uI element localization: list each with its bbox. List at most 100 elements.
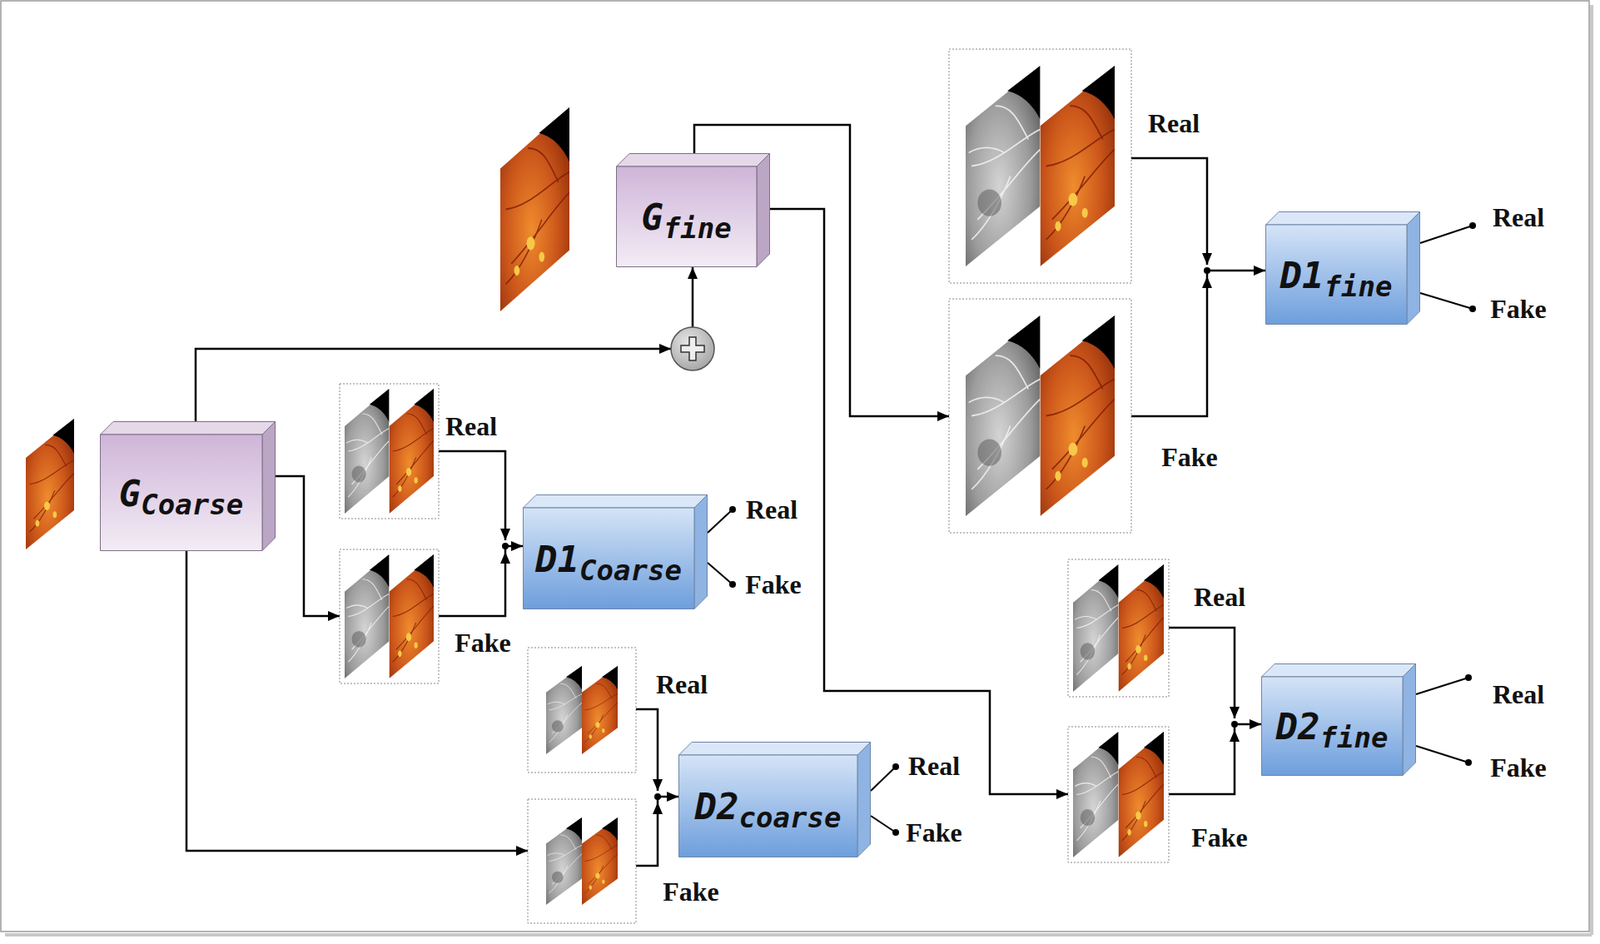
box-label: Gfine xyxy=(640,195,731,239)
block-subscript: fine xyxy=(1320,720,1389,755)
block-symbol: G xyxy=(640,195,664,239)
output-dot xyxy=(892,829,900,836)
output-dot xyxy=(729,581,736,588)
box-label-area: D1fine xyxy=(1265,224,1407,325)
box-side-face xyxy=(1406,212,1421,325)
fundus-image xyxy=(389,554,435,679)
image-pair xyxy=(339,383,439,519)
fundus-image xyxy=(581,817,618,905)
angiogram-image xyxy=(344,554,390,679)
connector-arrow xyxy=(756,208,1262,795)
input-fundus-image xyxy=(25,418,75,550)
image-pair xyxy=(1068,559,1169,697)
real-fake-label: Fake xyxy=(745,569,802,601)
angiogram-image xyxy=(1073,564,1119,692)
wire xyxy=(636,709,658,791)
box-top-face xyxy=(523,495,708,509)
box-top-face xyxy=(679,742,871,756)
arrowhead xyxy=(1229,730,1240,742)
real-fake-label: Real xyxy=(1193,581,1246,613)
wire xyxy=(1416,677,1469,695)
dotted-frame xyxy=(527,647,637,773)
arrowhead xyxy=(327,611,340,622)
frame-shadow xyxy=(1590,4,1594,935)
block-subscript: fine xyxy=(1324,269,1393,304)
box-label: D1Coarse xyxy=(535,537,682,581)
output-dot xyxy=(729,506,736,513)
box-label: D2coarse xyxy=(695,785,842,828)
real-fake-label: Real xyxy=(1492,202,1545,234)
fundus-image xyxy=(1040,65,1116,267)
real-fake-label: Fake xyxy=(454,627,512,659)
box-top-face xyxy=(1262,664,1417,678)
real-fake-label: Fake xyxy=(1191,822,1248,854)
wire xyxy=(870,815,896,833)
image-pair xyxy=(949,298,1132,533)
real-fake-label: Real xyxy=(1147,108,1200,140)
wire xyxy=(1131,158,1208,265)
dotted-frame xyxy=(1068,726,1169,863)
box-front-face xyxy=(679,755,859,858)
box-side-face xyxy=(262,422,276,552)
dotted-frame xyxy=(339,549,439,684)
block-symbol: D2 xyxy=(1276,705,1321,748)
arrowhead xyxy=(937,411,950,422)
box-label-area: D2coarse xyxy=(678,755,858,858)
box-3d-shape xyxy=(616,153,771,268)
connector-arrow xyxy=(195,267,693,422)
arrowhead xyxy=(500,528,511,541)
real-fake-label: Real xyxy=(745,494,798,526)
sum-circle xyxy=(670,327,715,371)
angiogram-image xyxy=(965,65,1041,267)
box-front-face xyxy=(1266,224,1408,325)
box-label-area: D1Coarse xyxy=(522,507,695,610)
output-wires xyxy=(707,225,1473,833)
output-dot xyxy=(1465,674,1472,681)
output-dot xyxy=(892,763,900,771)
box-front-face xyxy=(523,507,696,610)
box-top-face xyxy=(1266,212,1421,226)
arrowhead xyxy=(659,343,671,354)
box-front-face xyxy=(1262,676,1404,776)
plus-sign xyxy=(680,337,705,361)
real-fake-label: Real xyxy=(655,669,708,701)
fundus-image xyxy=(1118,731,1165,858)
box-label: D2fine xyxy=(1276,705,1389,748)
wire xyxy=(870,766,896,791)
wire xyxy=(1416,745,1469,763)
wire xyxy=(1168,627,1235,719)
real-fake-label: Fake xyxy=(1490,293,1547,325)
fundus-image xyxy=(1118,564,1165,692)
image-pair xyxy=(949,49,1132,284)
block-symbol: D1 xyxy=(535,537,580,581)
arrowhead xyxy=(652,802,663,815)
wire xyxy=(438,451,506,541)
box-side-face xyxy=(756,154,771,268)
box-label: D1fine xyxy=(1280,253,1393,297)
block-subscript: fine xyxy=(663,211,732,245)
junction-dot xyxy=(1203,267,1211,274)
fundus-image xyxy=(1040,315,1116,517)
image-pair xyxy=(339,549,439,684)
junction-dots xyxy=(501,222,1476,836)
fundus-image xyxy=(389,388,435,514)
wire xyxy=(1420,225,1473,244)
junction-dot xyxy=(1231,720,1238,728)
wire xyxy=(707,509,733,533)
junction-dot xyxy=(654,793,661,800)
arrowhead xyxy=(1202,276,1213,289)
image-pair xyxy=(527,799,637,924)
block-subscript: Coarse xyxy=(140,487,244,522)
arrowhead xyxy=(516,845,528,856)
image-pair xyxy=(527,647,637,773)
output-dot xyxy=(1469,222,1476,229)
discriminator-box: D1fine xyxy=(1265,211,1421,325)
block-subscript: coarse xyxy=(739,800,842,835)
generator-box: GCoarse xyxy=(99,421,276,552)
box-top-face xyxy=(616,154,771,168)
dotted-frame xyxy=(949,49,1132,284)
real-fake-label: Real xyxy=(908,750,960,782)
real-fake-label: Real xyxy=(445,411,497,443)
wire xyxy=(707,562,733,585)
discriminator-box: D2fine xyxy=(1261,663,1417,776)
